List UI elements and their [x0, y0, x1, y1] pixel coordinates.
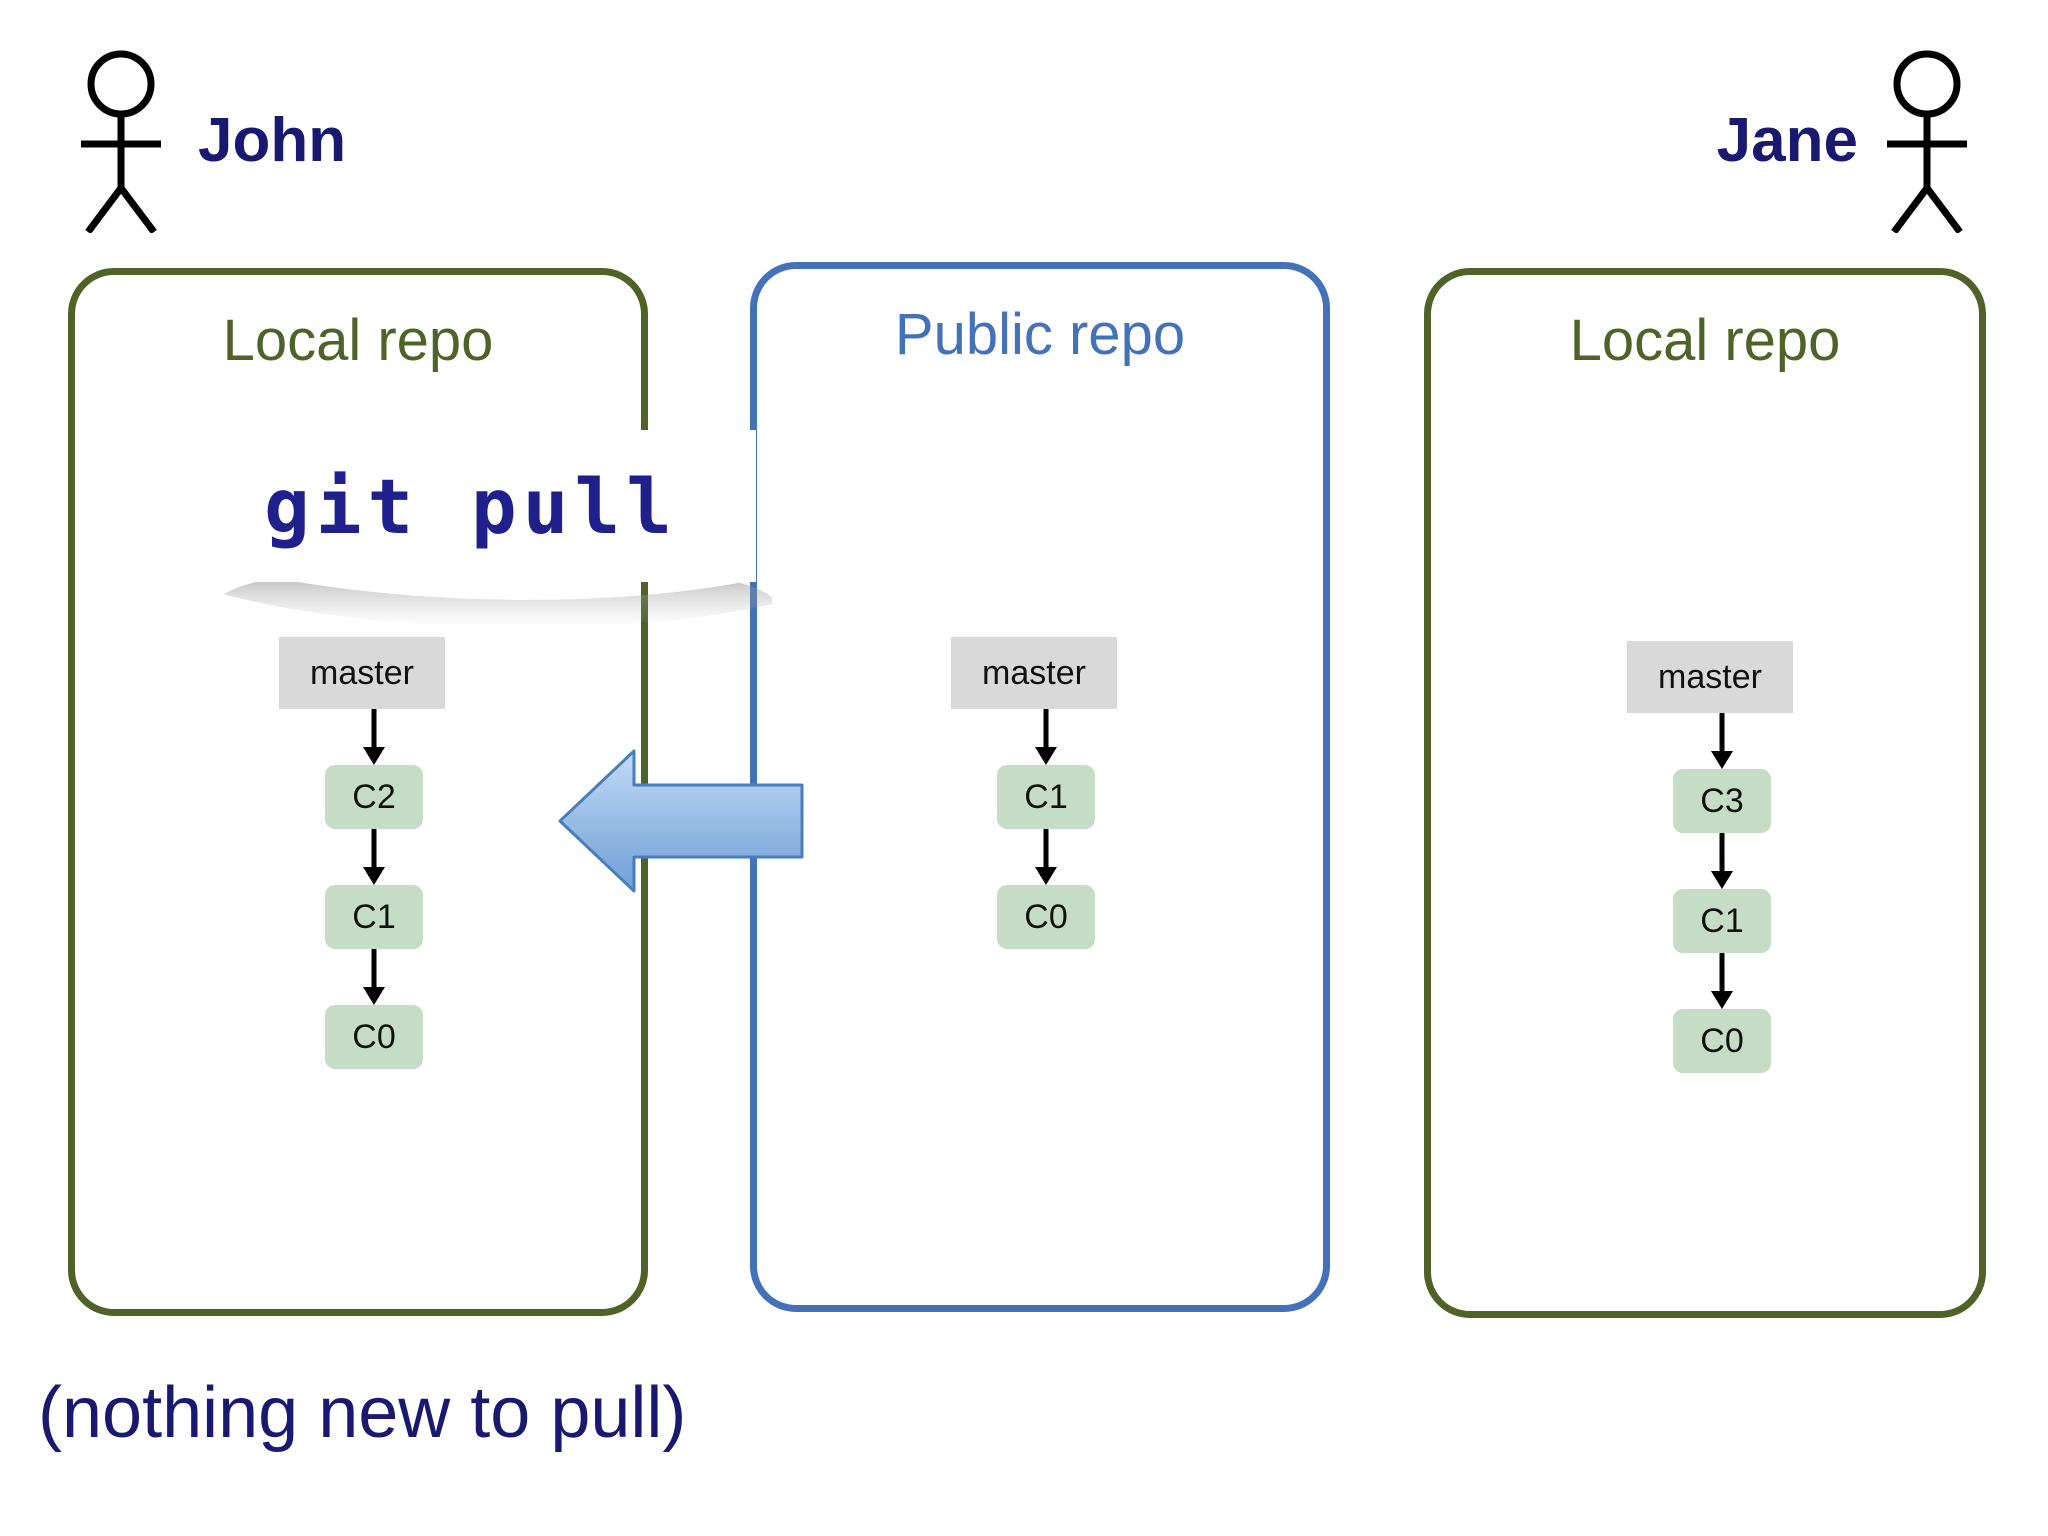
- arrow-down-icon: [997, 709, 1095, 765]
- stick-figure-icon: [81, 50, 161, 233]
- panel-title: Local repo: [222, 308, 494, 373]
- panel-public-repo: Public repo master C1 C0: [750, 262, 1330, 1312]
- commit-node: C1: [997, 765, 1095, 829]
- commit-graph-jane: master C3 C1 C0: [1627, 641, 1793, 1073]
- commit-node: C2: [325, 765, 423, 829]
- commit-node: C1: [325, 885, 423, 949]
- git-pull-callout: git pull: [228, 430, 756, 582]
- actor-name-jane: Jane: [1716, 106, 1858, 175]
- commit-graph-john: master C2 C1 C0: [279, 637, 445, 1069]
- arrow-down-icon: [1673, 953, 1771, 1009]
- arrow-down-icon: [325, 709, 423, 765]
- stick-figure-icon: [1887, 50, 1967, 233]
- arrow-down-icon: [1673, 833, 1771, 889]
- arrow-down-icon: [325, 829, 423, 885]
- caption-text: (nothing new to pull): [38, 1373, 687, 1453]
- branch-label-master: master: [1627, 641, 1793, 713]
- branch-label-master: master: [279, 637, 445, 709]
- commit-node: C1: [1673, 889, 1771, 953]
- left-arrow-icon: [558, 749, 804, 893]
- panel-title: Local repo: [1569, 308, 1841, 373]
- git-pull-command: git pull: [264, 461, 679, 551]
- arrow-down-icon: [997, 829, 1095, 885]
- commit-node: C0: [325, 1005, 423, 1069]
- panel-jane-local-repo: Local repo master C3 C1 C0: [1424, 268, 1986, 1318]
- callout-shadow: [222, 566, 772, 628]
- actor-john: John: [78, 48, 346, 233]
- actor-jane: Jane: [1717, 48, 1970, 233]
- commit-graph-public: master C1 C0: [951, 637, 1117, 949]
- actor-name-john: John: [198, 106, 347, 175]
- commit-node: C0: [997, 885, 1095, 949]
- arrow-down-icon: [1673, 713, 1771, 769]
- commit-node: C0: [1673, 1009, 1771, 1073]
- panel-title: Public repo: [894, 302, 1186, 367]
- branch-label-master: master: [951, 637, 1117, 709]
- arrow-down-icon: [325, 949, 423, 1005]
- commit-node: C3: [1673, 769, 1771, 833]
